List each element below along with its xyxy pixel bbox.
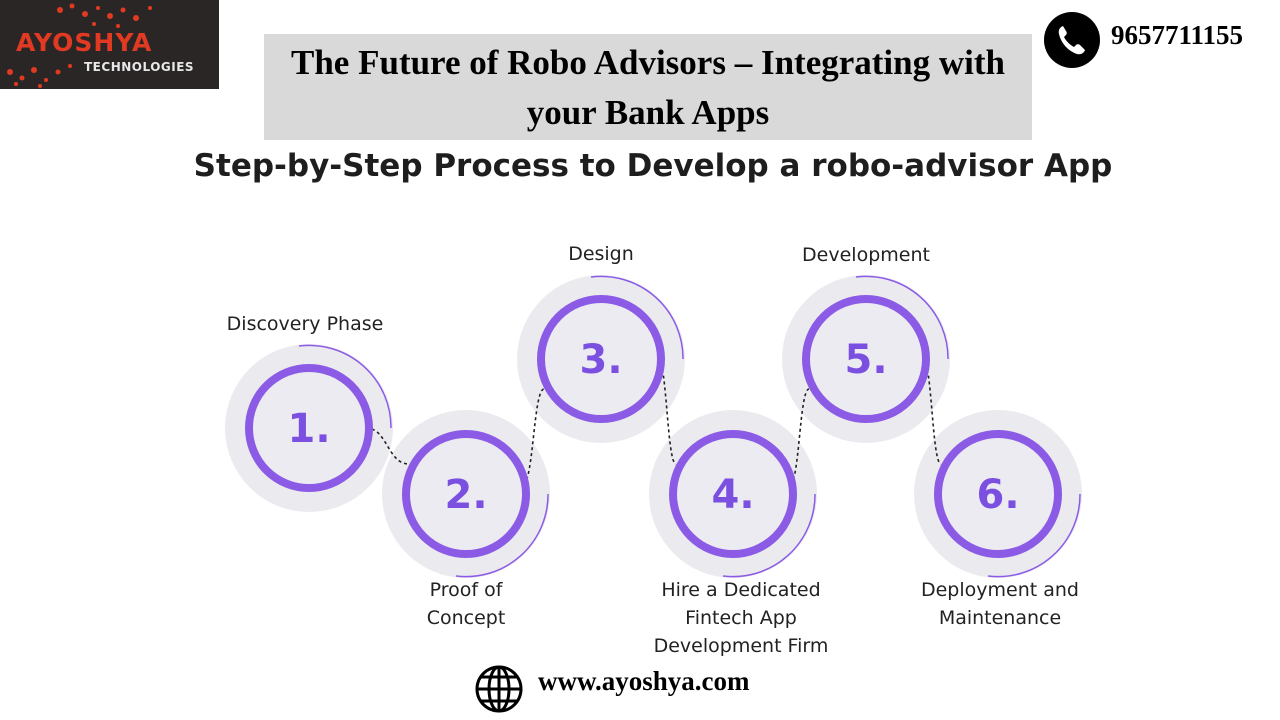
step-2-label: Proof of Concept [366, 576, 566, 632]
step-1-ring [245, 364, 373, 492]
step-2-number: 2. [444, 472, 487, 518]
diagram-heading: Step-by-Step Process to Develop a robo-a… [193, 148, 1113, 184]
connector-2-3 [522, 388, 545, 485]
logo-dots-graphic [7, 3, 152, 88]
step-6-label-line: Maintenance [938, 607, 1062, 629]
step-4-ring [669, 430, 797, 558]
step-4-label-line: Fintech App [685, 607, 797, 629]
page-title-line-2: your Bank Apps [526, 93, 770, 132]
step-2-label-line: Proof of [429, 579, 503, 601]
step-1-circle: 1. [245, 364, 373, 492]
step-6-ring [934, 430, 1062, 558]
phone-icon [1044, 12, 1100, 68]
title-banner: The Future of Robo Advisors – Integratin… [264, 34, 1032, 140]
step-4-label-line: Hire a Dedicated [661, 579, 821, 601]
step-5-circle: 5. [802, 295, 930, 423]
step-5-ring [802, 295, 930, 423]
step-2-label-line: Concept [426, 607, 506, 629]
step-4-label-line: Development Firm [653, 635, 829, 657]
step-1-label: Discovery Phase [226, 313, 384, 335]
step-6-circle: 6. [934, 430, 1062, 558]
step-4-number: 4. [711, 472, 754, 518]
step-3-circle: 3. [537, 295, 665, 423]
step-5-arc [855, 275, 949, 360]
logo-tagline: TECHNOLOGIES [84, 60, 195, 74]
phone-number[interactable]: 9657711155 [1111, 20, 1244, 50]
page-title-line-1: The Future of Robo Advisors – Integratin… [291, 43, 1005, 82]
connector-4-5 [789, 388, 810, 485]
step-3-ring [537, 295, 665, 423]
step-3-label: Design [568, 243, 634, 265]
step-6-arc [987, 493, 1081, 578]
step-2-arc [455, 493, 549, 578]
step-2-ring [402, 430, 530, 558]
step-4-circle: 4. [669, 430, 797, 558]
step-3-number: 3. [579, 337, 622, 383]
step-5-number: 5. [844, 337, 887, 383]
step-4-arc [722, 493, 816, 578]
page-title: The Future of Robo Advisors – Integratin… [264, 38, 1032, 138]
step-2-circle: 2. [402, 430, 530, 558]
globe-icon [475, 665, 523, 713]
step-3-arc [590, 275, 684, 360]
step-1-arc [298, 344, 392, 429]
website-link[interactable]: www.ayoshya.com [538, 666, 750, 696]
connector-3-4 [657, 358, 677, 465]
connector-5-6 [922, 358, 942, 465]
company-logo: AYOSHYA TECHNOLOGIES [0, 0, 219, 89]
step-5-label: Development [802, 244, 930, 266]
logo-wordmark: AYOSHYA [16, 28, 153, 57]
step-6-label-line: Deployment and [920, 579, 1079, 601]
step-6-number: 6. [976, 472, 1019, 518]
step-1-number: 1. [287, 406, 330, 452]
